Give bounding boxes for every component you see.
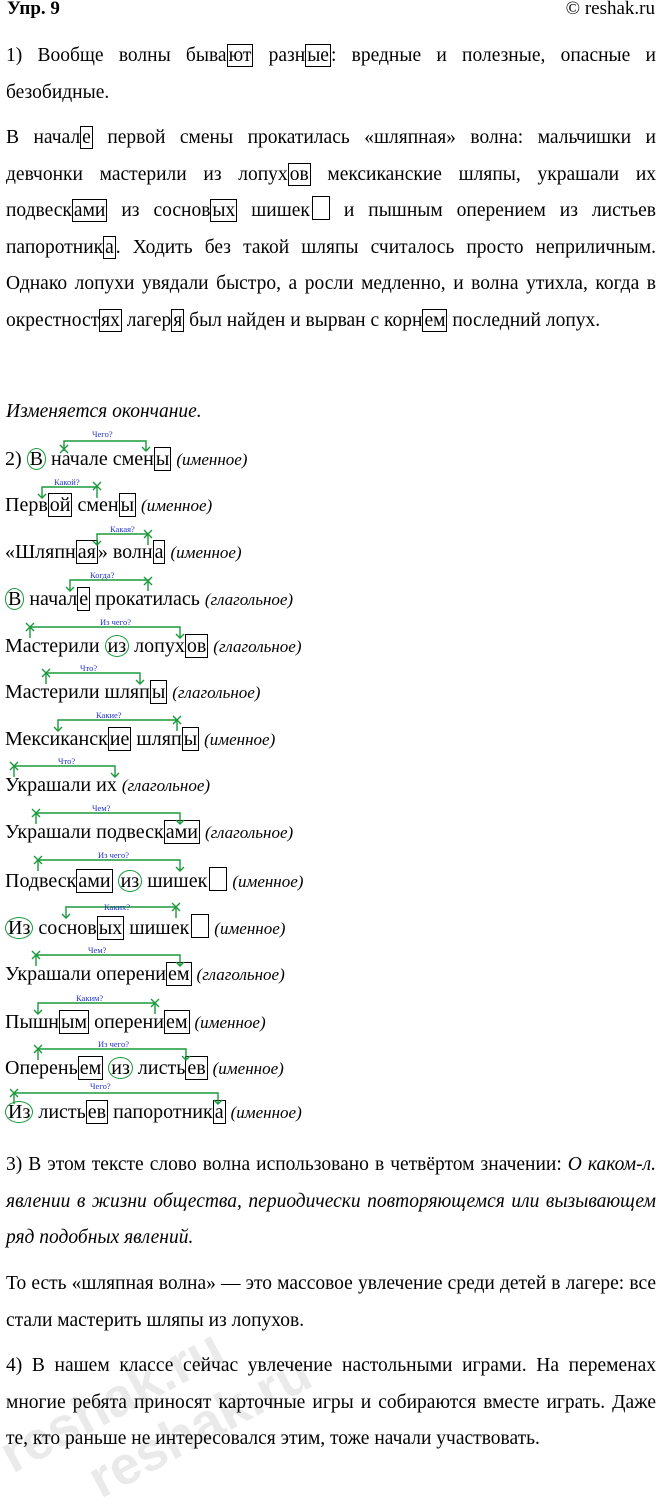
question-14: Из чего? — [98, 1039, 129, 1049]
question-9: Чем? — [92, 803, 111, 813]
phrase-8: Украшали их (глагольное) — [5, 774, 211, 796]
question-7: Какие? — [96, 710, 122, 720]
question-2: Какой? — [54, 477, 80, 487]
question-15: Чего? — [90, 1081, 111, 1091]
question-11: Каких? — [104, 902, 130, 912]
question-10: Из чего? — [98, 850, 129, 860]
question-3: Какая? — [110, 524, 135, 534]
paragraph-4: 4) В нашем классе сейчас увлечение насто… — [6, 1355, 656, 1449]
question-13: Каким? — [76, 993, 103, 1003]
question-12: Чем? — [88, 945, 107, 955]
question-6: Что? — [80, 663, 97, 673]
question-1: Чего? — [92, 429, 113, 439]
question-8: Что? — [58, 756, 75, 766]
page-header: Упр. 9 © reshak.ru — [0, 0, 661, 22]
change-note: Изменяется окончание. — [6, 401, 202, 422]
paragraph-3-definition: О каком-л. явлении в жизни общества, пер… — [6, 1154, 657, 1248]
paragraph-3-lead: 3) В этом тексте слово волна использован… — [6, 1154, 568, 1175]
question-5: Из чего? — [100, 617, 131, 627]
site-credit: © reshak.ru — [565, 0, 655, 19]
paragraph-3: 3) В этом тексте слово волна использован… — [6, 1147, 656, 1257]
exercise-title: Упр. 9 — [7, 0, 60, 19]
question-4: Когда? — [90, 570, 115, 580]
paragraph-3-explain: То есть «шляпная волна» — это массовое у… — [6, 1273, 656, 1331]
